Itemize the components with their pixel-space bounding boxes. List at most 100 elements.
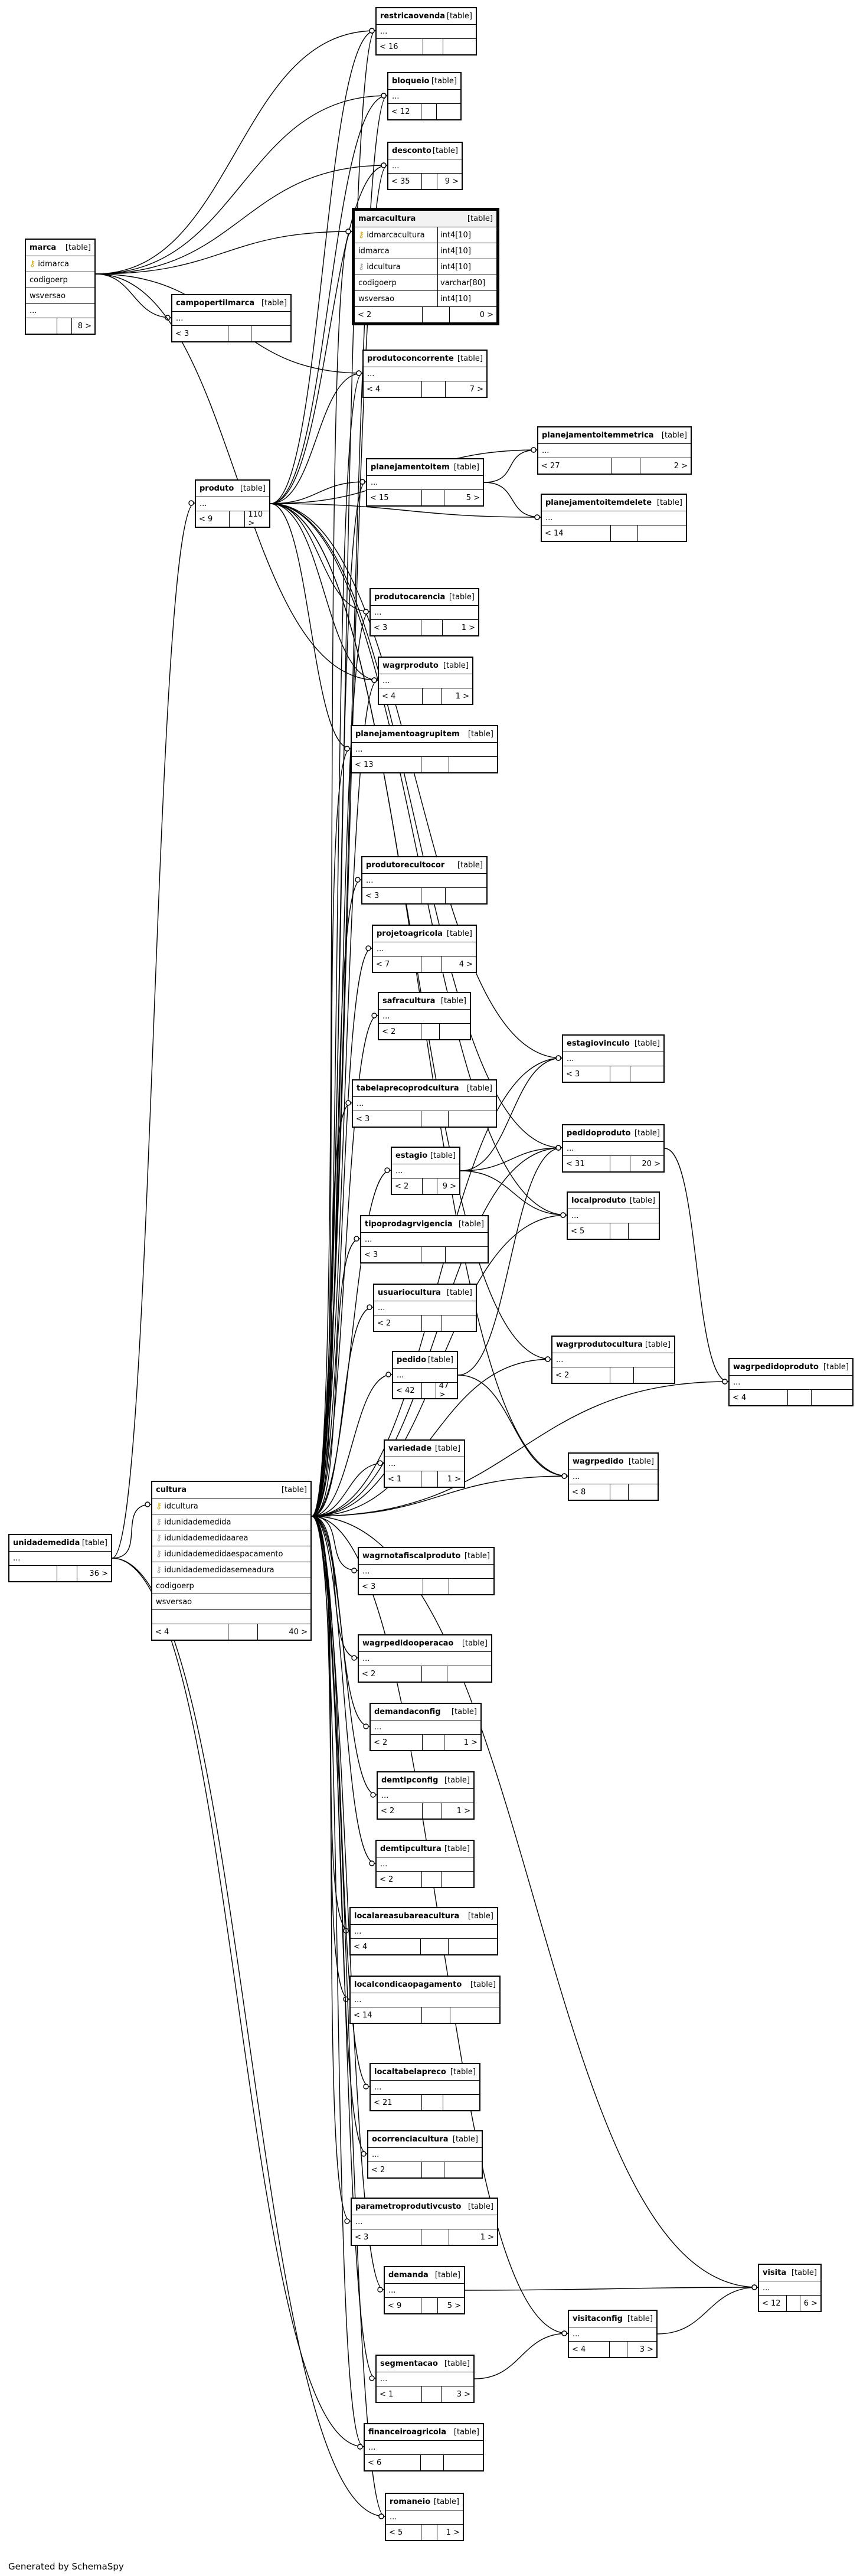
- column-row[interactable]: ⚷idunidademedidasemeadura: [152, 1562, 310, 1578]
- table-usuariocultura[interactable]: usuariocultura[table] ... < 2: [373, 1284, 477, 1332]
- table-ocorrenciacultura[interactable]: ocorrenciacultura[table] ... < 2: [367, 2130, 483, 2179]
- table-type: [table]: [444, 1776, 470, 1785]
- columns-ellipsis: ...: [385, 1457, 464, 1471]
- table-localcondicaopagamento[interactable]: localcondicaopagamento[table] ... < 14: [349, 1976, 501, 2024]
- column-row[interactable]: ⚷idmarca: [26, 256, 94, 272]
- relationship-line: [657, 2287, 758, 2335]
- columns-ellipsis: ...: [552, 1353, 674, 1367]
- columns-ellipsis: ...: [730, 1376, 852, 1390]
- table-wagrpedidoproduto[interactable]: wagrpedidoproduto[table] ... < 4: [728, 1358, 854, 1406]
- table-name: marca: [30, 243, 57, 252]
- relationship-line: [311, 1238, 361, 1517]
- column-row[interactable]: wsversao: [152, 1594, 310, 1610]
- table-name: wagrpedido: [573, 1457, 624, 1466]
- relationship-end-marker: [367, 1304, 372, 1310]
- table-name: campopertilmarca: [176, 299, 255, 308]
- column-row[interactable]: codigoerp: [152, 1578, 310, 1594]
- table-marca[interactable]: marca[table] ⚷idmarca codigoerp wsversao…: [25, 239, 96, 335]
- table-name: localproduto: [571, 1196, 626, 1205]
- children-count: < 3: [353, 1111, 421, 1127]
- relationship-end-marker: [378, 2513, 384, 2519]
- table-unidademedida[interactable]: unidademedida[table] ... 36 >: [8, 1534, 112, 1582]
- parents-count: 1 >: [446, 2528, 460, 2537]
- table-type: [table]: [470, 1980, 496, 1989]
- table-tipoprodagrvigencia[interactable]: tipoprodagrvigencia[table] ... < 3: [360, 1215, 489, 1263]
- table-financeiroagricola[interactable]: financeiroagricola[table] ... < 6: [364, 2423, 484, 2471]
- table-localtabelapreco[interactable]: localtabelapreco[table] ... < 21: [369, 2063, 480, 2111]
- relationship-line: [311, 1516, 377, 1795]
- parents-count: [629, 1223, 659, 1239]
- table-name: marcacultura: [358, 214, 416, 223]
- relationship-end-marker: [751, 2284, 757, 2290]
- table-tabelaprecoprodcultura[interactable]: tabelaprecoprodcultura[table] ... < 3: [352, 1079, 497, 1128]
- column-row[interactable]: idmarca int4[10]: [355, 243, 496, 259]
- table-bloqueio[interactable]: bloqueio[table] ... < 12: [387, 72, 462, 120]
- column-type: int4[10]: [437, 243, 496, 259]
- table-restricaovenda[interactable]: restricaovenda[table] ... < 16: [375, 7, 477, 55]
- table-planejamentoagrupitem[interactable]: planejamentoagrupitem[table] ... < 13: [351, 725, 498, 773]
- table-wagrpedido[interactable]: wagrpedido[table] ... < 8: [568, 1452, 659, 1501]
- table-campopertilmarca[interactable]: campopertilmarca[table] ... < 3: [171, 294, 292, 342]
- parents-count: [444, 2162, 482, 2177]
- column-row[interactable]: ⚷idunidademedida: [152, 1514, 310, 1530]
- column-row[interactable]: wsversao: [26, 288, 94, 304]
- children-count: < 35: [388, 174, 422, 189]
- relationship-line: [311, 1516, 358, 1658]
- table-planejamentoitemdelete[interactable]: planejamentoitemdelete[table] ... < 14: [541, 494, 687, 542]
- column-row[interactable]: codigoerp: [26, 272, 94, 288]
- column-row[interactable]: ⚷idcultura: [152, 1498, 310, 1514]
- columns-ellipsis: ...: [379, 1010, 470, 1024]
- table-wagrpedidooperacao[interactable]: wagrpedidooperacao[table] ... < 2: [358, 1634, 492, 1683]
- column-row[interactable]: ⚷idunidademedidaarea: [152, 1530, 310, 1546]
- columns-ellipsis: ...: [759, 2281, 820, 2296]
- table-wagrprodutocultura[interactable]: wagrprodutocultura[table] ... < 2: [551, 1336, 675, 1384]
- column-row[interactable]: ⚷idunidademedidaespacamento: [152, 1546, 310, 1562]
- foreign-key-icon: ⚷: [358, 262, 365, 272]
- relationship-end-marker: [355, 877, 361, 883]
- table-localproduto[interactable]: localproduto[table] ... < 5: [567, 1191, 660, 1240]
- table-wagrnotafiscalproduto[interactable]: wagrnotafiscalproduto[table] ... < 3: [358, 1547, 495, 1595]
- column-name: idmarcacultura: [367, 231, 425, 240]
- children-count: < 2: [552, 1367, 610, 1383]
- table-estagiovinculo[interactable]: estagiovinculo[table] ... < 3: [562, 1034, 665, 1083]
- table-safracultura[interactable]: safracultura[table] ... < 2: [378, 992, 471, 1040]
- table-type: [table]: [634, 1039, 660, 1048]
- table-demtipcultura[interactable]: demtipcultura[table] ... < 2: [375, 1840, 475, 1888]
- children-count: < 4: [379, 688, 423, 704]
- relationship-end-marker: [377, 2287, 383, 2293]
- column-name: idmarca: [358, 246, 390, 256]
- relationship-end-marker: [531, 447, 537, 453]
- columns-ellipsis: ...: [386, 2510, 463, 2525]
- table-localareasubareacultura[interactable]: localareasubareacultura[table] ... < 4: [349, 1907, 498, 1955]
- table-produtorecultocor[interactable]: produtorecultocor[table] ... < 3: [361, 856, 488, 905]
- table-name: planejamentoitemmetrica: [542, 431, 654, 440]
- table-type: [table]: [466, 1084, 492, 1093]
- table-cultura[interactable]: cultura[table] ⚷idcultura ⚷idunidademedi…: [151, 1481, 312, 1641]
- table-type: [table]: [443, 661, 469, 670]
